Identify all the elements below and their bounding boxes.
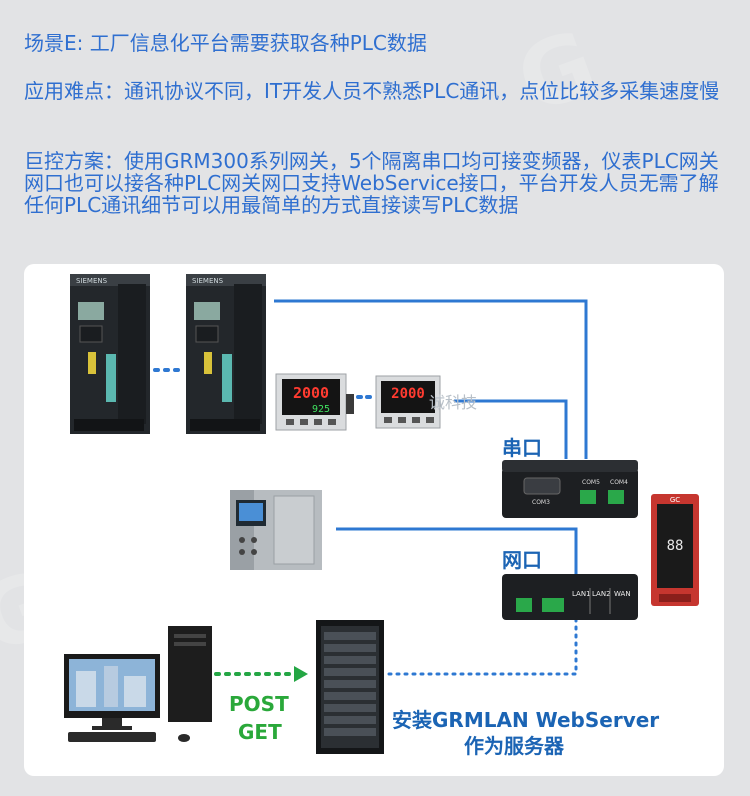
lan1-label: LAN1 [572,590,591,598]
com3-label: COM3 [532,499,550,506]
inverter-1: SIEMENS [70,274,150,434]
difficulty-line: 应用难点：通讯协议不同，IT开发人员不熟悉PLC通讯，点位比较多采集速度慢 [24,80,724,102]
network-port-label: 网口 [502,544,542,573]
com4-label: COM4 [610,479,628,486]
gc-digits: 88 [667,538,684,554]
gc-display-device: GC 88 [651,494,699,606]
solution-line: 巨控方案：使用GRM300系列网关，5个隔离串口均可接变频器，仪表PLC网关网口… [24,150,724,216]
meter-1-subdisplay: 925 [312,404,330,415]
difficulty-text: 应用难点：通讯协议不同，IT开发人员不熟悉PLC通讯，点位比较多采集速度慢 [24,80,724,102]
install-label-line2: 作为服务器 [464,730,564,759]
meter-1-display: 2000 [293,384,329,402]
post-label: POST [229,692,289,716]
com5-label: COM5 [582,479,600,486]
serial-port-label: 串口 [502,432,542,461]
scenario-line: 场景E: 工厂信息化平台需要获取各种PLC数据 [24,32,724,54]
lan2-label: LAN2 [592,590,611,598]
arrow-head [294,666,308,682]
gc-logo: GC [670,496,680,504]
wan-label: WAN [614,590,631,598]
solution-text: 巨控方案：使用GRM300系列网关，5个隔离串口均可接变频器，仪表PLC网关网口… [24,150,724,216]
get-label: GET [238,720,282,744]
background-watermark: G [504,11,609,135]
server-to-gateway-line [389,611,576,674]
install-label-line1: 安装GRMLAN WebServer [392,704,659,733]
plc-device [230,490,322,570]
temperature-meter-1: 2000 925 [276,374,354,430]
server-rack [316,620,384,754]
desktop-computer [64,626,212,742]
serial-gateway: COM3 COM5 COM4 [502,460,638,518]
inverter-2: SIEMENS [186,274,266,434]
meter-2-display: 2000 [391,386,425,402]
scenario-text: 场景E: 工厂信息化平台需要获取各种PLC数据 [24,32,724,54]
diagram-panel: SIEMENS SIEMENS 2000 925 [24,264,724,776]
network-gateway: LAN1 LAN2 WAN [502,574,638,620]
network-diagram: SIEMENS SIEMENS 2000 925 [24,264,724,776]
siemens-brand: SIEMENS [76,277,108,285]
siemens-brand: SIEMENS [192,277,224,285]
watermark-text: 诚科技 [429,393,477,412]
